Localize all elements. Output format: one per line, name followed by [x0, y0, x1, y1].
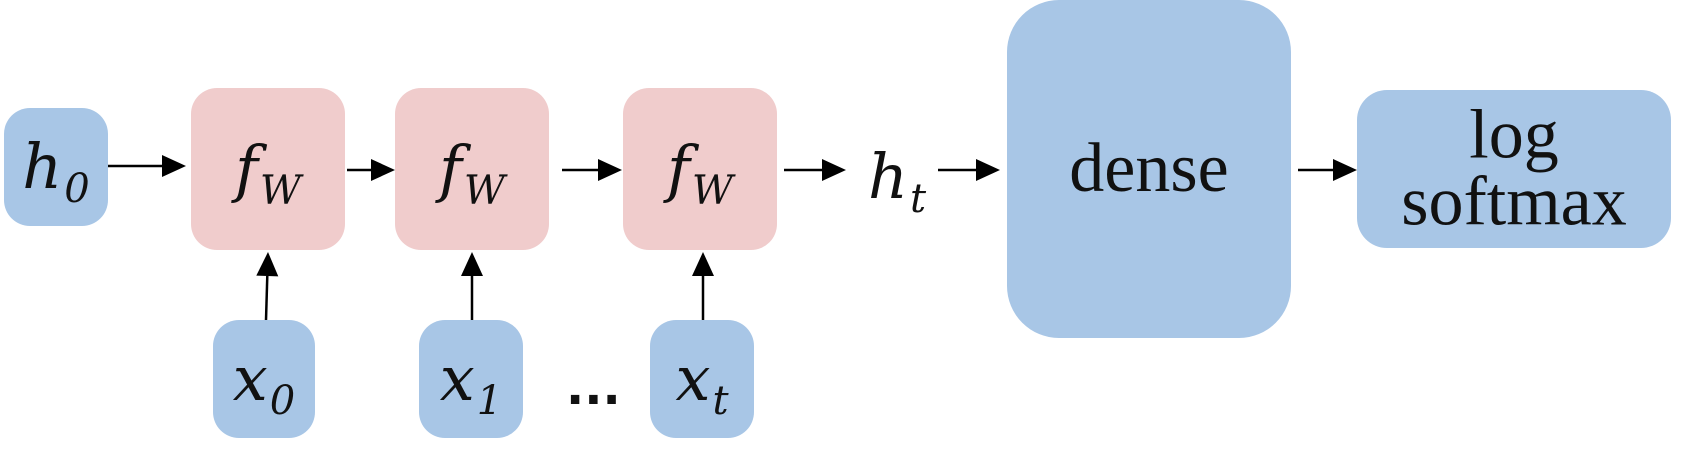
- input-box-2: x1: [419, 320, 523, 438]
- rnn-cell-1-label: fW: [234, 132, 302, 214]
- final-state-label: ht: [868, 140, 927, 222]
- output-layer-label: log softmax: [1357, 96, 1671, 240]
- output-layer-box: log softmax: [1357, 90, 1671, 248]
- input-box-1: x0: [213, 320, 315, 438]
- initial-state-subscript: 0: [64, 166, 90, 212]
- input-box-3: xt: [650, 320, 754, 438]
- output-layer-line2: softmax: [1401, 163, 1627, 240]
- initial-state-label: h0: [22, 130, 90, 212]
- rnn-cell-3: fW: [623, 88, 777, 250]
- arrow-cell3-to-ht-head: [822, 159, 846, 181]
- dense-layer-box: dense: [1007, 0, 1291, 338]
- rnn-cell-2-label: fW: [438, 132, 506, 214]
- output-layer-line1: log: [1469, 96, 1559, 174]
- arrow-group: [108, 155, 1357, 321]
- input-label-1: x0: [232, 342, 296, 424]
- arrow-x0-to-cell1-shaft: [264, 275, 269, 321]
- arrow-x0-to-cell1-head: [256, 252, 279, 277]
- arrow-h0-to-cell1-head: [162, 155, 186, 177]
- arrow-ht-to-dense-head: [976, 159, 1000, 181]
- rnn-cell-3-label: fW: [666, 132, 734, 214]
- initial-state-box: h0: [4, 108, 108, 226]
- arrow-dense-to-output-head: [1333, 159, 1357, 181]
- rnn-cell-2: fW: [395, 88, 549, 250]
- arrow-cell1-to-cell2-head: [371, 159, 395, 181]
- input-ellipsis: ...: [566, 360, 621, 416]
- arrow-cell2-to-cell3-head: [598, 159, 622, 181]
- arrow-xt-to-cell3-head: [692, 252, 714, 276]
- input-label-2: x1: [439, 342, 503, 424]
- rnn-cell-1: fW: [191, 88, 345, 250]
- dense-layer-label: dense: [1069, 130, 1229, 207]
- input-label-3: xt: [675, 342, 729, 424]
- arrow-x1-to-cell2-head: [461, 252, 483, 276]
